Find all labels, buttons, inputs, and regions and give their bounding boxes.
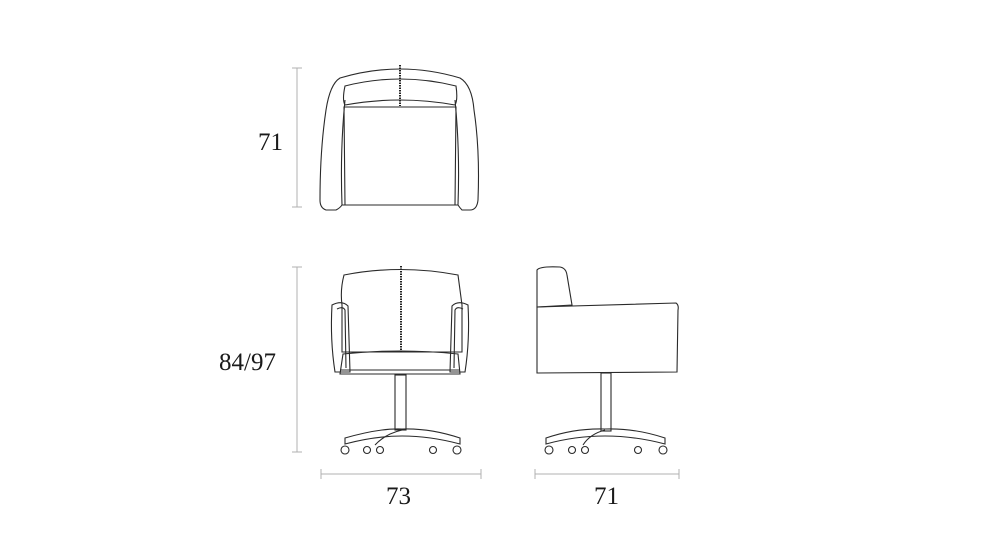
- top-view-depth-label: 71: [258, 129, 283, 156]
- front-view: [292, 266, 482, 479]
- side-view-depth-label: 71: [594, 483, 619, 510]
- side-view: [534, 266, 680, 479]
- front-view-height-label: 84/97: [219, 349, 276, 376]
- front-view-width-label: 73: [386, 483, 411, 510]
- top-view: [292, 65, 480, 211]
